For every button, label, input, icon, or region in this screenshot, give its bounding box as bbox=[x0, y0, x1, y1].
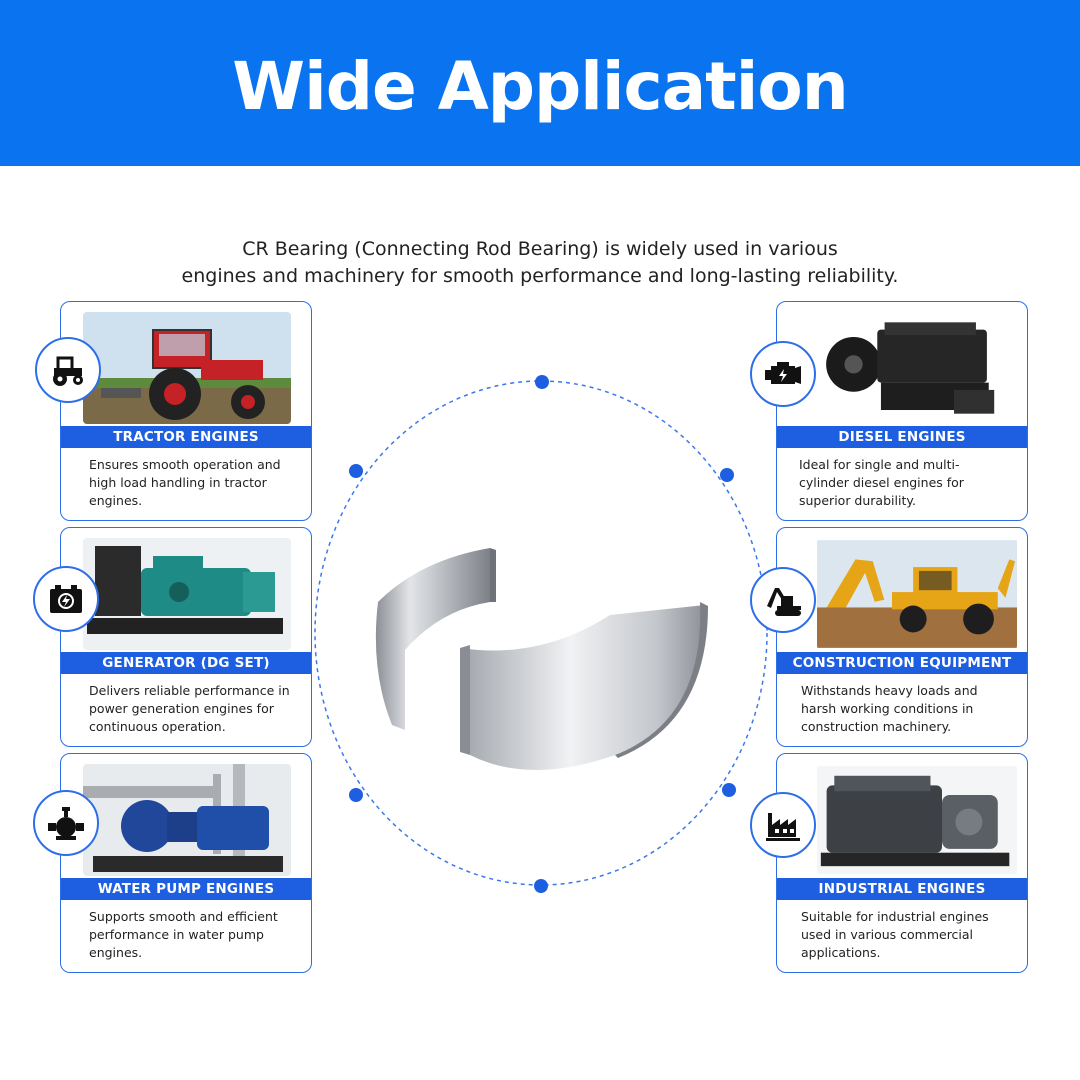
card-title: INDUSTRIAL ENGINES bbox=[777, 878, 1027, 900]
card-description: Ensures smooth operation and high load h… bbox=[89, 457, 281, 508]
card-title: DIESEL ENGINES bbox=[777, 426, 1027, 448]
water-pump-badge bbox=[33, 790, 99, 856]
construction-photo bbox=[817, 540, 1017, 648]
tractor-badge bbox=[35, 337, 101, 403]
card-description: Supports smooth and efficient performanc… bbox=[89, 909, 278, 960]
intro-line-2: engines and machinery for smooth perform… bbox=[181, 265, 899, 287]
card-description: Delivers reliable performance in power g… bbox=[89, 683, 290, 734]
generator-photo bbox=[83, 538, 291, 650]
ring-dot bbox=[349, 464, 363, 478]
card-description: Ideal for single and multi-cylinder dies… bbox=[799, 457, 964, 508]
water-pump-photo bbox=[83, 764, 291, 876]
tractor-icon bbox=[53, 356, 83, 386]
card-industrial-engines: INDUSTRIAL ENGINES Suitable for industri… bbox=[776, 753, 1028, 973]
pump-icon bbox=[48, 807, 84, 840]
industrial-engine-photo bbox=[817, 766, 1017, 874]
card-description: Suitable for industrial engines used in … bbox=[801, 909, 989, 960]
construction-badge bbox=[750, 567, 816, 633]
industrial-badge bbox=[750, 792, 816, 858]
diesel-badge bbox=[750, 341, 816, 407]
page-title: Wide Application bbox=[232, 48, 848, 125]
card-construction-equipment: CONSTRUCTION EQUIPMENT Withstands heavy … bbox=[776, 527, 1028, 747]
card-title: CONSTRUCTION EQUIPMENT bbox=[777, 652, 1027, 674]
card-diesel-engines: DIESEL ENGINES Ideal for single and mult… bbox=[776, 301, 1028, 521]
card-description: Withstands heavy loads and harsh working… bbox=[801, 683, 978, 734]
header-banner: Wide Application bbox=[0, 0, 1080, 166]
card-title: WATER PUMP ENGINES bbox=[61, 878, 311, 900]
ring-dot bbox=[720, 468, 734, 482]
engine-icon bbox=[765, 362, 801, 384]
tractor-photo bbox=[83, 312, 291, 424]
diesel-engine-photo bbox=[817, 316, 1007, 420]
card-title: TRACTOR ENGINES bbox=[61, 426, 311, 448]
intro-line-1: CR Bearing (Connecting Rod Bearing) is w… bbox=[242, 238, 838, 260]
generator-badge bbox=[33, 566, 99, 632]
ring-dot bbox=[534, 879, 548, 893]
card-water-pump-engines: WATER PUMP ENGINES Supports smooth and e… bbox=[60, 753, 312, 973]
card-tractor-engines: TRACTOR ENGINES Ensures smooth operation… bbox=[60, 301, 312, 521]
intro-text: CR Bearing (Connecting Rod Bearing) is w… bbox=[100, 236, 980, 290]
card-generator: GENERATOR (DG SET) Delivers reliable per… bbox=[60, 527, 312, 747]
ring-dot bbox=[535, 375, 549, 389]
battery-icon bbox=[50, 585, 82, 613]
excavator-icon bbox=[767, 588, 801, 616]
ring-dot bbox=[722, 783, 736, 797]
factory-icon bbox=[766, 813, 800, 841]
card-title: GENERATOR (DG SET) bbox=[61, 652, 311, 674]
ring-dot bbox=[349, 788, 363, 802]
bearing-image bbox=[375, 548, 708, 770]
